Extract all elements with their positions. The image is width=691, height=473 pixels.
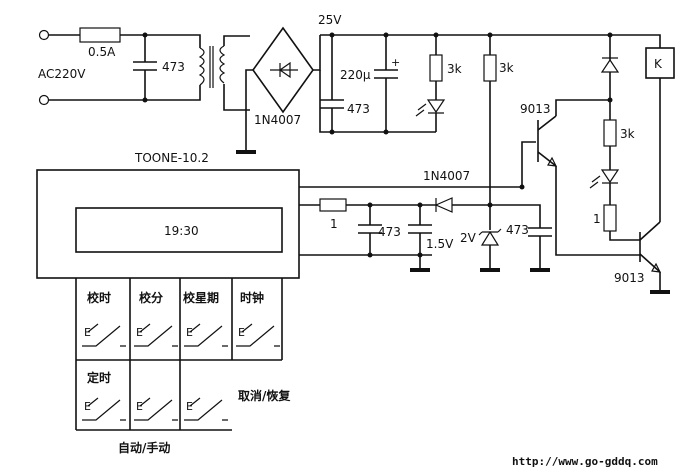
svg-text:E: E — [186, 400, 193, 413]
clock-lcd — [75, 207, 283, 253]
driver-resistor-bottom — [603, 204, 617, 232]
key-label-4: 定时 — [87, 370, 111, 385]
driver-resistor-bottom-label: 1 — [593, 212, 601, 226]
zener-voltage-label: 2V — [460, 231, 477, 245]
input-cap-label: 473 — [162, 60, 185, 74]
led-branch: 3k — [415, 35, 462, 132]
svg-text:E: E — [84, 400, 91, 413]
ground-bridge — [236, 150, 256, 154]
mode-label: 自动/手动 — [118, 440, 170, 455]
driver-resistor-top-label: 3k — [620, 127, 635, 141]
fuse — [79, 27, 121, 43]
rail-voltage-label: 25V — [318, 13, 342, 27]
timer-output: 1 473 1.5V — [299, 197, 490, 272]
key-label-1: 校分 — [139, 290, 163, 305]
output-cap-label: 473 — [378, 225, 401, 239]
ac-terminal-bottom — [38, 94, 50, 106]
switch-key-6: E — [134, 397, 178, 421]
svg-text:E: E — [238, 326, 245, 339]
electrolytic-label: 220μ — [340, 68, 371, 82]
zener-resistor-label: 3k — [499, 61, 514, 75]
key-label-0: 校时 — [87, 290, 111, 305]
switch-key-4: E — [236, 323, 280, 347]
switch-key-7: E — [184, 397, 228, 421]
svg-text:E: E — [186, 326, 193, 339]
ac-terminal-top — [38, 29, 50, 41]
ac-input: 0.5A AC220V 473 — [38, 27, 201, 106]
key-label-5: 取消/恢复 — [238, 388, 291, 403]
switch-key-3: E — [184, 323, 228, 347]
relay-label: K — [654, 57, 663, 71]
svg-text:E: E — [136, 400, 143, 413]
clock-module-body — [36, 169, 300, 279]
zener-resistor — [483, 54, 497, 82]
keypad: 校时 校分 校星期 时钟 定时 取消/恢复 自动/手动 E E E E E — [75, 278, 291, 455]
driver-section: 9013 3k 1 K 9013 — [519, 34, 675, 294]
output-diode-label: 1N4007 — [423, 169, 470, 183]
top-transistor-label: 9013 — [520, 102, 551, 116]
led-resistor — [429, 54, 443, 82]
svg-text:E: E — [84, 326, 91, 339]
output-resistor-label: 1 — [330, 217, 338, 231]
transformer — [198, 35, 250, 111]
clock-display-time: 19:30 — [164, 224, 199, 238]
svg-text:E: E — [136, 326, 143, 339]
clock-module: 19:30 TOONE-10.2 1N4007 — [36, 151, 522, 279]
key-label-3: 时钟 — [240, 290, 264, 305]
driver-resistor-top — [603, 119, 617, 147]
bridge-diode-label: 1N4007 — [254, 113, 301, 127]
ac-voltage-label: AC220V — [38, 67, 86, 81]
switch-key-2: E — [134, 323, 178, 347]
output-resistor — [319, 198, 347, 212]
switch-key-5: E — [82, 397, 126, 421]
switch-key-1: E — [82, 323, 126, 347]
filter-section: 473 + 220μ — [320, 35, 400, 132]
electrolytic-plus: + — [391, 56, 400, 69]
fuse-label: 0.5A — [88, 45, 116, 59]
bottom-transistor-label: 9013 — [614, 271, 645, 285]
key-label-2: 校星期 — [183, 290, 219, 305]
led-resistor-label: 3k — [447, 62, 462, 76]
filter-cap-label: 473 — [347, 102, 370, 116]
clock-model-label: TOONE-10.2 — [134, 151, 209, 165]
zener-cap-label: 473 — [506, 223, 529, 237]
bridge-rectifier: 1N4007 — [236, 26, 321, 154]
watermark-url: http://www.go-gddq.com — [512, 455, 658, 468]
output-voltage-label: 1.5V — [426, 237, 454, 251]
